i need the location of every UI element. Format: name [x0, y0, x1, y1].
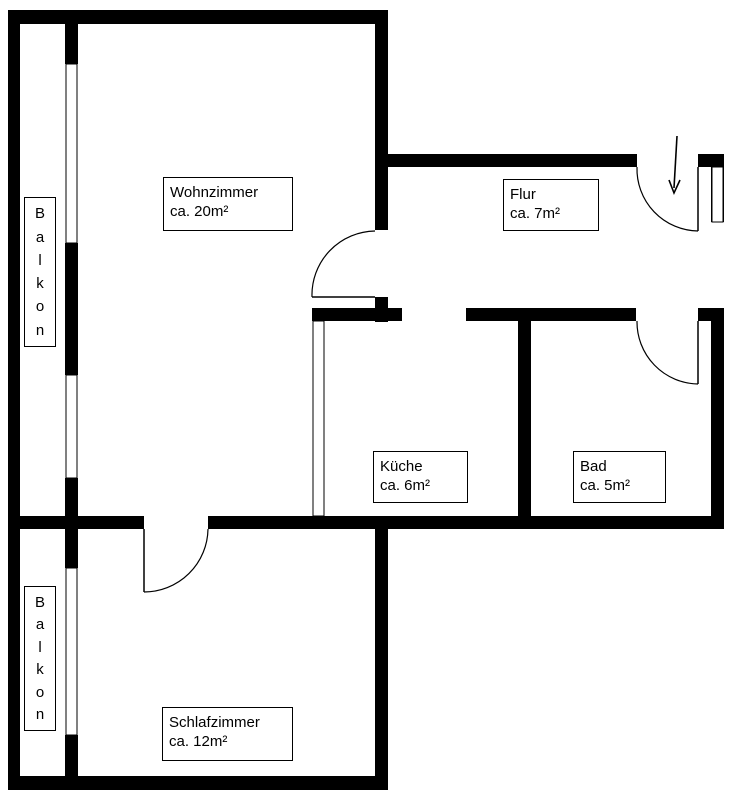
balkon-letter: n [35, 321, 45, 339]
label-balkon-upper: B a l k o n [24, 197, 56, 347]
door-schlafzimmer-arc [143, 528, 209, 593]
wall-divider-lower-1 [65, 528, 78, 568]
room-name-schlafzimmer: Schlafzimmer [169, 714, 260, 731]
wall-kitchen-bad [518, 321, 531, 521]
room-area-flur: ca. 7m² [510, 205, 561, 222]
room-area-bad: ca. 5m² [580, 477, 631, 494]
window-balkon-upper-2 [65, 374, 78, 479]
door-bad-arc [636, 320, 699, 385]
wall-kitchen-top-right [466, 308, 636, 321]
wall-outer-left [8, 10, 20, 790]
balkon-letter: B [34, 205, 45, 223]
label-flur: Flur ca. 7m² [503, 179, 599, 231]
balkon-letter: k [36, 661, 44, 679]
wall-divider-upper-3 [65, 478, 78, 520]
label-kueche: Küche ca. 6m² [373, 451, 468, 503]
label-schlafzimmer: Schlafzimmer ca. 12m² [162, 707, 293, 761]
label-balkon-lower: B a l k o n [24, 586, 56, 731]
balkon-letter: l [38, 251, 42, 269]
wall-middle-left [8, 516, 144, 529]
room-area-schlafzimmer: ca. 12m² [169, 733, 228, 750]
wall-top-left [8, 10, 388, 24]
balkon-letter: l [38, 638, 42, 656]
door-wohnzimmer-arc [311, 230, 376, 298]
wall-divider-upper-1 [65, 24, 78, 64]
arrow-down-icon [668, 135, 681, 196]
balkon-letter: a [35, 228, 45, 246]
wall-bad-top-right [698, 308, 724, 321]
label-wohnzimmer: Wohnzimmer ca. 20m² [163, 177, 293, 231]
balkon-letter: o [35, 298, 45, 316]
room-name-bad: Bad [580, 458, 607, 475]
wall-wohnzimmer-right-upper [375, 10, 388, 230]
balkon-letter: B [34, 593, 45, 611]
door-entrance-arc [636, 166, 699, 232]
balkon-letter: a [35, 616, 45, 634]
wall-outer-right-lower [711, 308, 724, 528]
wall-flur-top [375, 154, 637, 167]
room-name-flur: Flur [510, 186, 536, 203]
wall-divider-upper-2 [65, 243, 78, 375]
wall-divider-lower-2 [65, 735, 78, 780]
wall-schlafzimmer-right [375, 516, 388, 790]
room-name-kueche: Küche [380, 458, 423, 475]
window-balkon-lower [65, 567, 78, 736]
wall-middle-right [208, 516, 724, 529]
balkon-letter: n [35, 706, 45, 724]
wall-kitchen-top-left [312, 308, 402, 321]
window-balkon-upper-1 [65, 63, 78, 244]
label-bad: Bad ca. 5m² [573, 451, 666, 503]
wall-bottom [8, 776, 388, 790]
balkon-letter: o [35, 683, 45, 701]
window-kueche [312, 320, 325, 517]
room-name-wohnzimmer: Wohnzimmer [170, 184, 259, 201]
room-area-wohnzimmer: ca. 20m² [170, 203, 229, 220]
room-area-kueche: ca. 6m² [380, 477, 431, 494]
window-flur [711, 166, 724, 223]
balkon-letter: k [36, 275, 44, 293]
